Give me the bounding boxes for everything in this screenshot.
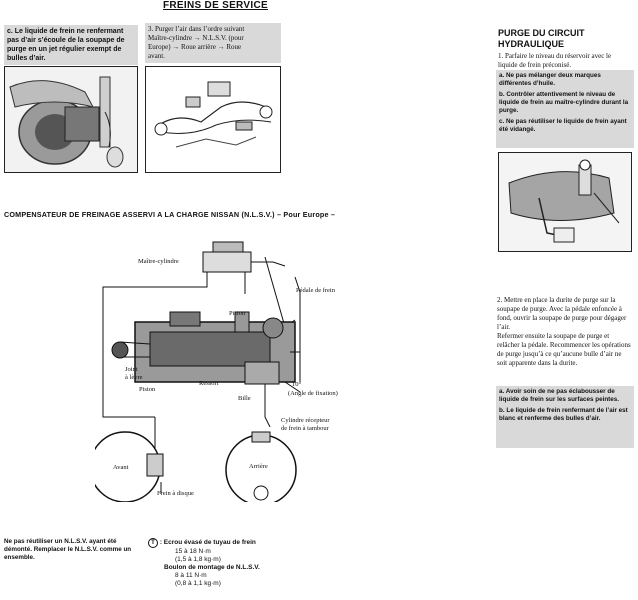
torque-value1: 15 à 18 N·m [175, 548, 211, 555]
torque-icon: T [148, 538, 158, 548]
label-joint: Joint [125, 366, 138, 373]
step-3-line3: Europe) → Roue arrière → Roue [148, 43, 242, 51]
step-3-line1: 3. Purger l’air dans l’ordre suivant [148, 25, 245, 33]
nlsv-diagram [95, 241, 301, 502]
step-2-para2: Refermer ensuite la soupape de purge et … [497, 332, 631, 367]
torque-value2b: (0,8 à 1,1 kg·m) [175, 580, 221, 587]
label-pedale: Pédale de frein [296, 287, 335, 294]
torque-line2: Boulon de montage de N.L.S.V. [164, 564, 260, 571]
torque-value1b: (1,5 à 1,8 kg·m) [175, 556, 221, 563]
caliper-photo [4, 66, 138, 173]
label-ressort: Ressort [199, 380, 219, 387]
bleed-order-diagram [145, 66, 281, 173]
label-arriere: Arrière [249, 463, 268, 470]
note-c-top: c. Le liquide de frein ne renfermant pas… [4, 25, 138, 65]
purge-note-c: c. Ne pas réutiliser le liquide de frein… [499, 118, 627, 133]
label-piston-top: Piston [229, 310, 246, 317]
bleeder-photo [498, 152, 632, 252]
purge-notes: a. Ne pas mélanger deux marques différen… [496, 70, 634, 148]
torque-value2: 8 à 11 N·m [175, 572, 207, 579]
step-3-line2: Maître-cylindre → N.L.S.V. (pour [148, 34, 244, 42]
purge-note-b: b. Contrôler attentivement le niveau de … [499, 91, 629, 114]
step-3-line4: avant. [148, 52, 165, 60]
label-joint2: à lèvre [125, 374, 143, 381]
label-bille: Bille [238, 395, 251, 402]
torque-line1: : Ecrou évasé de tuyau de frein [159, 539, 256, 546]
step-2-para1: 2. Mettre en place la durite de purge su… [497, 296, 627, 331]
step-2-note-a: a. Avoir soin de ne pas éclabousser de l… [499, 388, 620, 403]
purge-title-line2: HYDRAULIQUE [498, 39, 565, 49]
label-angle2: (Angle de fixation) [288, 390, 338, 397]
step-2-notes: a. Avoir soin de ne pas éclabousser de l… [496, 386, 634, 448]
label-cylindre-recepteur2: de frein à tambour [281, 425, 329, 432]
label-avant: Avant [113, 464, 129, 471]
label-frein-disque: Frein à disque [157, 490, 194, 497]
purge-title: PURGE DU CIRCUIT HYDRAULIQUE [498, 28, 585, 50]
purge-step-1: 1. Parfaire le niveau du réservoir avec … [498, 52, 612, 69]
step-2-note-b: b. Le liquide de frein renfermant de l’a… [499, 407, 628, 422]
page-header: FREINS DE SERVICE [163, 0, 268, 11]
label-cylindre-recepteur: Cylindre récepteur [281, 417, 330, 424]
label-piston-left: Piston [139, 386, 156, 393]
step-2: 2. Mettre en place la durite de purge su… [497, 296, 633, 368]
nlsv-title: COMPENSATEUR DE FREINAGE ASSERVI A LA CH… [4, 210, 336, 219]
label-maitre-cylindre: Maître-cylindre [138, 258, 179, 265]
bottom-note: Ne pas réutiliser un N.L.S.V. ayant été … [4, 538, 132, 561]
step-3: 3. Purger l’air dans l’ordre suivant Maî… [145, 23, 281, 63]
purge-note-a: a. Ne pas mélanger deux marques différen… [499, 72, 601, 87]
label-angle: 10° [292, 381, 302, 388]
torque-block: T : Ecrou évasé de tuyau de frein 15 à 1… [148, 538, 308, 588]
purge-title-line1: PURGE DU CIRCUIT [498, 28, 585, 38]
